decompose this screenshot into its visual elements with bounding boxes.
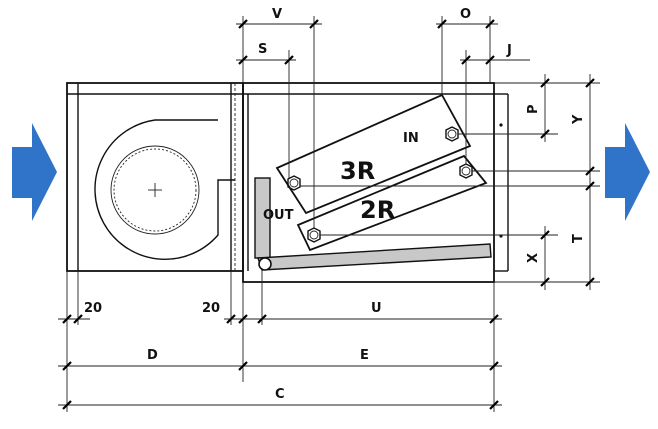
dim-o-label: O: [460, 7, 471, 22]
connection-nut-in-3r: [445, 126, 459, 142]
outlet-label: OUT: [263, 208, 294, 223]
coil-3-row: [275, 93, 472, 215]
fan-section: [66, 82, 244, 272]
connection-nut-out-2r: [307, 227, 321, 243]
drain-pan: [257, 243, 492, 271]
drain-outlet: [258, 257, 272, 271]
coil-2r-label: 2R: [360, 196, 395, 224]
connection-nut-in-2r: [459, 163, 473, 179]
dim-t-label: T: [571, 234, 586, 243]
extension-lines: [66, 16, 495, 412]
dim-c-label: C: [275, 387, 285, 402]
inlet-label: IN: [403, 131, 419, 146]
dim-p-label: P: [526, 104, 541, 114]
dim-y-label: Y: [571, 114, 586, 125]
dim-v-label: V: [272, 7, 282, 22]
airflow-out-arrow: [605, 123, 650, 221]
dim-x-label: X: [526, 253, 541, 263]
dim-u-label: U: [371, 301, 382, 316]
dim-20-mid-label: 20: [202, 301, 220, 316]
coil-3r-label: 3R: [340, 157, 375, 185]
dim-j-label: J: [506, 43, 512, 58]
dim-e-label: E: [360, 348, 369, 363]
dim-s-label: S: [258, 42, 267, 57]
coil-section: [242, 82, 509, 283]
airflow-in-arrow: [12, 123, 57, 221]
dim-d-label: D: [147, 348, 158, 363]
extension-lines-horizontal: [300, 82, 600, 283]
coil-2-row: [296, 154, 488, 252]
blower-wheel: [110, 145, 200, 235]
dim-20-left-label: 20: [84, 301, 102, 316]
blower-scroll: [94, 119, 235, 260]
connection-nut-out-3r: [287, 175, 301, 191]
